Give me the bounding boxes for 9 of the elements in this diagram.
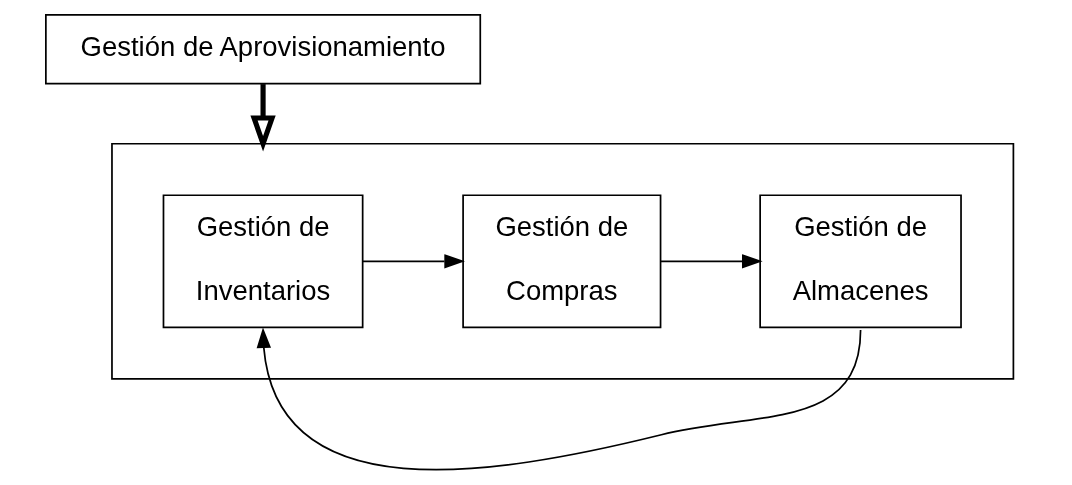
node-box: Gestión de Compras <box>461 194 661 329</box>
arrow <box>256 327 861 471</box>
node-box: Gestión de Almacenes <box>758 194 962 329</box>
node-box: Gestión de Inventarios <box>162 194 363 329</box>
cluster <box>110 142 1014 380</box>
arrow <box>249 84 276 152</box>
arrow <box>361 254 465 269</box>
node-box: Gestión de Aprovisionamiento <box>44 14 481 85</box>
arrow <box>659 254 763 269</box>
